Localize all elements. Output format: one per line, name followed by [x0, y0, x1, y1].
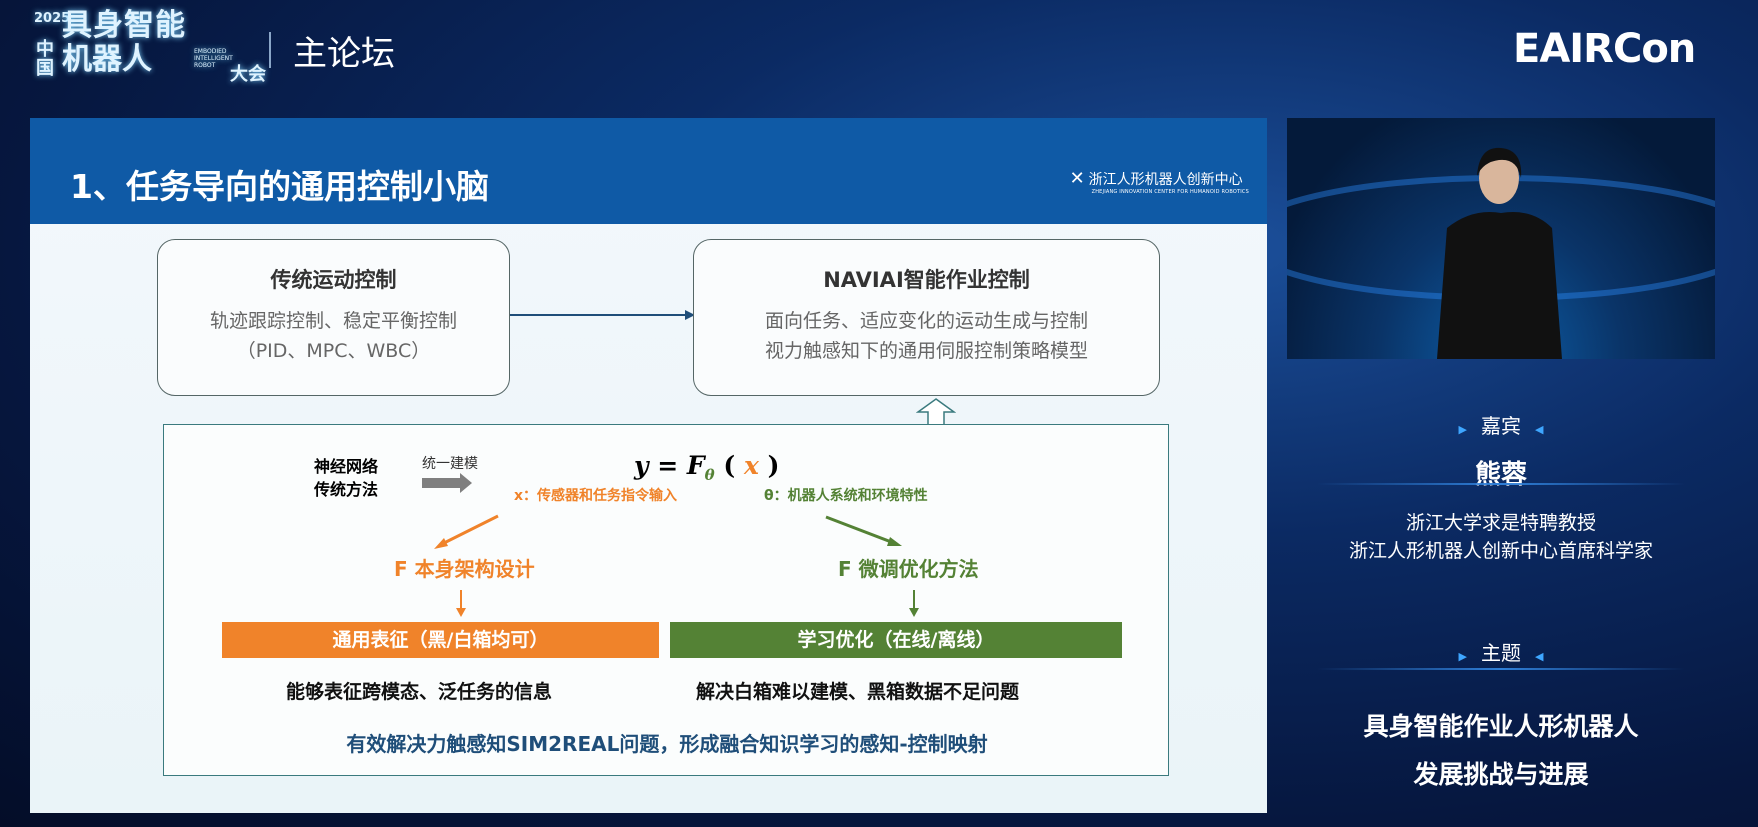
logo-line1: 具身智能	[62, 8, 186, 43]
presentation-slide: 1、任务导向的通用控制小脑 ✕浙江人形机器人创新中心 ZHEJIANG INNO…	[30, 118, 1267, 813]
guest-label: ▶嘉宾◀	[1458, 414, 1544, 438]
speaker-figure	[1287, 147, 1715, 359]
divider	[1317, 483, 1685, 485]
logo-year: 2025	[34, 11, 71, 26]
org-name-en: ZHEJIANG INNOVATION CENTER FOR HUMANOID …	[1091, 189, 1249, 195]
box-line: 轨迹跟踪控制、稳定平衡控制	[209, 310, 457, 332]
right-branch-label: F 微调优化方法	[838, 557, 979, 581]
box-title: 传统运动控制	[270, 268, 397, 292]
orange-branch-arrow	[439, 514, 499, 547]
divider	[1317, 668, 1685, 670]
box-line: 视力触感知下的通用伺服控制策略模型	[764, 340, 1088, 362]
guest-bio-2: 浙江人形机器人创新中心首席科学家	[1348, 540, 1653, 562]
triangle-left-icon: ◀	[1535, 650, 1544, 663]
brand-logo: EAIRCon	[1513, 26, 1696, 72]
guest-bio-1: 浙江大学求是特聘教授	[1405, 512, 1596, 534]
orange-bar: 通用表征（黑/白箱均可）	[222, 622, 659, 658]
traditional-control-box: 传统运动控制 轨迹跟踪控制、稳定平衡控制 （PID、MPC、WBC）	[157, 239, 510, 396]
logo-suffix: 大会	[230, 64, 266, 85]
box-title: NAVIAI智能作业控制	[823, 268, 1030, 292]
logo-line2: 机器人	[62, 42, 152, 77]
branch-arrows	[434, 514, 919, 617]
left-branch-label: F 本身架构设计	[394, 557, 535, 581]
up-arrow-icon	[916, 398, 956, 426]
triangle-right-icon: ▶	[1458, 423, 1467, 436]
org-x-icon: ✕	[1069, 168, 1085, 189]
formula: y = Fθ ( x )	[634, 451, 780, 484]
green-branch-arrow	[825, 515, 895, 545]
triangle-right-icon: ▶	[1458, 650, 1467, 663]
forum-title: 主论坛	[293, 34, 395, 74]
methods-label: 神经网络传统方法	[314, 457, 379, 499]
topic-line-2: 发展挑战与进展	[1413, 760, 1589, 789]
slide-header: 1、任务导向的通用控制小脑 ✕浙江人形机器人创新中心 ZHEJIANG INNO…	[30, 118, 1267, 224]
conclusion: 有效解决力触感知SIM2REAL问题，形成融合知识学习的感知-控制映射	[346, 732, 988, 756]
green-desc: 解决白箱难以建模、黑箱数据不足问题	[696, 681, 1020, 703]
header-divider	[269, 32, 271, 68]
org-name: 浙江人形机器人创新中心	[1088, 171, 1243, 188]
method-box: 神经网络传统方法 统一建模 y = Fθ ( x ) x：传感器和任务指令输入 …	[163, 424, 1169, 776]
speaker-video	[1287, 118, 1715, 359]
slide-title: 1、任务导向的通用控制小脑	[70, 167, 489, 206]
arrow-label: 统一建模	[422, 456, 478, 472]
logo-country: 中国	[36, 39, 54, 79]
logo-english: EMBODIED INTELLIGENT ROBOT	[194, 48, 233, 69]
gray-arrow-icon	[422, 473, 472, 493]
topic-label: ▶主题◀	[1458, 641, 1544, 665]
orange-desc: 能够表征跨模态、泛任务的信息	[286, 681, 553, 703]
naviai-control-box: NAVIAI智能作业控制 面向任务、适应变化的运动生成与控制 视力触感知下的通用…	[693, 239, 1160, 396]
theta-note: θ：机器人系统和环境特性	[764, 488, 928, 504]
conference-logo: 2025 中国 具身智能 机器人 EMBODIED INTELLIGENT RO…	[34, 8, 270, 86]
box-line: 面向任务、适应变化的运动生成与控制	[764, 310, 1088, 332]
guest-name: 熊蓉	[1474, 460, 1527, 490]
org-logo: ✕浙江人形机器人创新中心 ZHEJIANG INNOVATION CENTER …	[1070, 168, 1249, 195]
triangle-left-icon: ◀	[1535, 423, 1544, 436]
right-arrow-icon	[510, 310, 695, 320]
topic-line-1: 具身智能作业人形机器人	[1363, 712, 1639, 741]
x-note: x：传感器和任务指令输入	[514, 488, 678, 504]
green-bar: 学习优化（在线/离线）	[670, 622, 1122, 658]
box-line: （PID、MPC、WBC）	[236, 340, 431, 362]
